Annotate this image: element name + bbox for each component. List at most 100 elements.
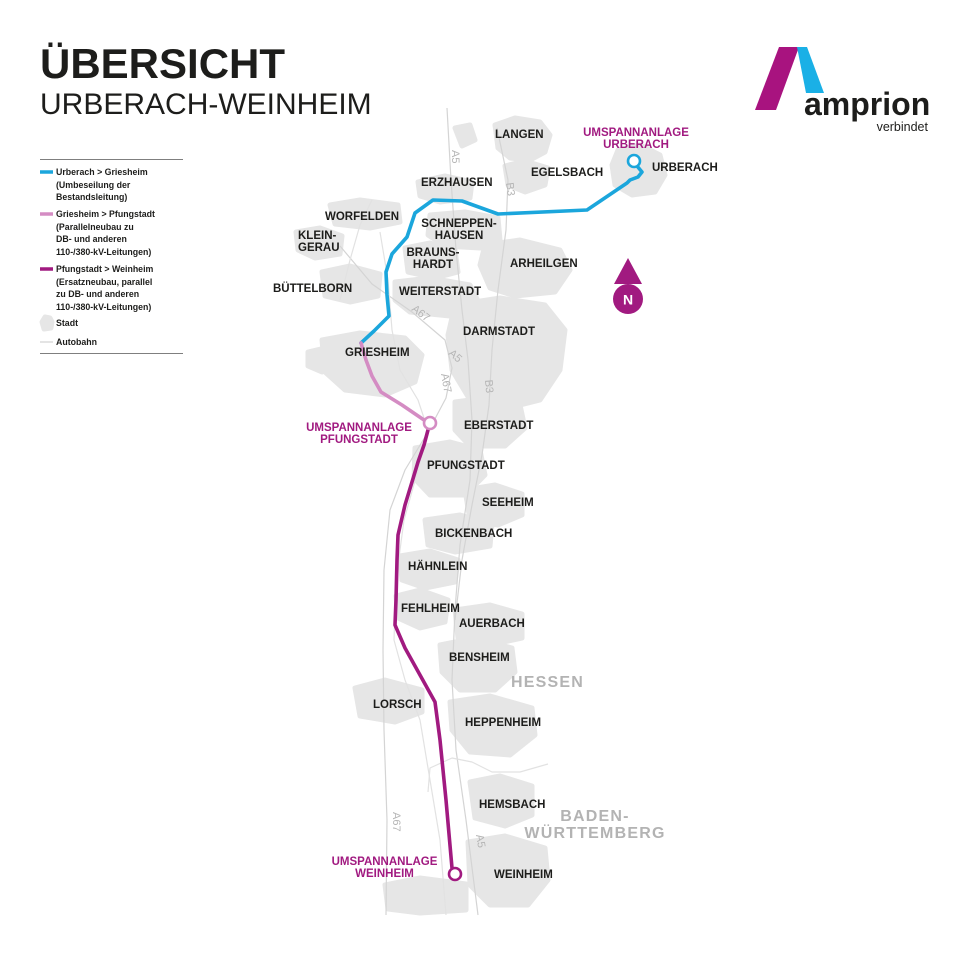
legend-item-highway: Autobahn xyxy=(56,336,97,349)
town-label-weiterstadt: WEITERSTADT xyxy=(399,286,482,298)
north-arrow-icon: N xyxy=(613,258,643,314)
road-label: A67 xyxy=(390,812,402,832)
road-network xyxy=(339,107,549,916)
town-area xyxy=(397,548,461,591)
substation-label-line: UMSPANNANLAGE xyxy=(306,422,412,434)
town-area xyxy=(319,263,383,305)
substation-label-line: UMSPANNANLAGE xyxy=(331,856,438,868)
town-label-line: HAUSEN xyxy=(434,229,484,242)
town-label-egelsbach: EGELSBACH xyxy=(531,167,604,179)
town-area xyxy=(452,395,528,449)
region-label-hessen: HESSEN xyxy=(511,674,584,691)
legend-item-desc: (Umbeseilung der xyxy=(56,179,131,190)
page-subtitle: URBERACH-WEINHEIM xyxy=(40,88,372,121)
town-label-line: SCHNEPPEN- xyxy=(421,218,497,230)
legend-graphics xyxy=(39,159,183,354)
town-area xyxy=(445,295,568,413)
town-area xyxy=(437,635,518,693)
town-label-pfungstadt: PFUNGSTADT xyxy=(427,460,505,472)
road-b3 xyxy=(454,127,509,621)
legend-item-desc: 110-/380-kV-Leitungen) xyxy=(56,246,152,257)
town-area xyxy=(465,833,551,908)
highway-a67 xyxy=(339,245,453,916)
town-label-line: KLEIN- xyxy=(298,230,337,242)
route-pfungstadt-weinheim xyxy=(393,428,454,870)
town-label-heppenheim: HEPPENHEIM xyxy=(465,717,542,729)
legend-city-icon xyxy=(39,314,55,332)
town-area xyxy=(319,330,425,398)
town-label-buettelborn: BÜTTELBORN xyxy=(273,283,353,295)
legend-item-desc: (Parallelneubau zu xyxy=(56,221,134,232)
legend-item-desc: Bestandsleitung) xyxy=(56,192,128,202)
road-label: B3 xyxy=(482,379,495,393)
legend-item-desc: 110-/380-kV-Leitungen) xyxy=(56,301,152,312)
state-border xyxy=(427,757,549,793)
town-label-haehnlein: HÄHNLEIN xyxy=(408,561,468,573)
road-label: A5 xyxy=(449,150,461,163)
town-label-line: HARDT xyxy=(412,258,454,271)
logo-mark-cyan xyxy=(797,47,824,93)
railway-line xyxy=(379,231,447,916)
town-label-erzhausen: ERZHAUSEN xyxy=(421,177,493,189)
road-label: A67 xyxy=(438,372,453,393)
town-label-seeheim: SEEHEIM xyxy=(482,497,534,509)
town-label-eberstadt: EBERSTADT xyxy=(464,420,534,432)
legend-city-label: Stadt xyxy=(56,318,78,328)
substation-label-pfungstadt: UMSPANNANLAGE PFUNGSTADT xyxy=(302,422,416,446)
amprion-logo: amprion verbindet xyxy=(755,47,930,134)
town-label-fehlheim: FEHLHEIM xyxy=(401,603,460,615)
substation-label-line: PFUNGSTADT xyxy=(320,434,398,446)
legend-item-city: Stadt xyxy=(56,317,78,330)
substation-label-urberach: UMSPANNANLAGE URBERACH xyxy=(580,127,692,151)
town-label-lorsch: LORSCH xyxy=(373,699,422,711)
region-label-line: WÜRTTEMBERG xyxy=(524,825,666,842)
town-label-urberach: URBERACH xyxy=(652,162,718,174)
north-arrow-circle xyxy=(613,284,643,314)
route-griesheim-pfungstadt xyxy=(359,341,426,422)
page-title: ÜBERSICHT xyxy=(40,40,286,87)
legend-item-desc: DB- und anderen xyxy=(56,234,127,244)
town-label-langen: LANGEN xyxy=(495,129,544,141)
legend-item-urberach-griesheim: Urberach > Griesheim (Umbeseilung der Be… xyxy=(56,166,148,204)
logo-wordmark: amprion xyxy=(804,86,930,122)
substation-label-line: WEINHEIM xyxy=(355,868,414,880)
town-label-klein-gerau: KLEIN- GERAU xyxy=(298,230,340,254)
town-area xyxy=(422,512,495,555)
route-urberach-griesheim xyxy=(359,164,644,345)
legend-item-desc: (Ersatzneubau, parallel xyxy=(56,276,153,287)
road-label: B3 xyxy=(503,182,517,197)
substation-label-line: UMSPANNANLAGE xyxy=(583,127,689,139)
town-label-bensheim: BENSHEIM xyxy=(449,652,510,664)
logo-mark-magenta xyxy=(755,47,799,110)
legend-highway-label: Autobahn xyxy=(56,337,98,347)
region-label-line: BADEN- xyxy=(560,808,630,825)
secondary-road xyxy=(339,199,373,301)
town-label-griesheim: GRIESHEIM xyxy=(345,347,410,359)
substation-label-weinheim: UMSPANNANLAGE WEINHEIM xyxy=(326,856,443,880)
highway-a5 xyxy=(446,107,479,916)
town-area xyxy=(411,439,488,498)
town-area xyxy=(415,173,475,205)
town-area xyxy=(305,345,338,375)
town-label-auerbach: AUERBACH xyxy=(459,618,525,630)
town-label-worfelden: WORFELDEN xyxy=(325,211,400,223)
town-label-bickenbach: BICKENBACH xyxy=(435,528,513,540)
legend-item-pfungstadt-weinheim: Pfungstadt > Weinheim (Ersatzneubau, par… xyxy=(56,263,153,313)
legend-item-griesheim-pfungstadt: Griesheim > Pfungstadt (Parallelneubau z… xyxy=(56,208,155,258)
substation-label-line: URBERACH xyxy=(603,139,669,151)
town-label-weinheim: WEINHEIM xyxy=(494,869,553,881)
town-area xyxy=(452,602,525,648)
town-area xyxy=(293,225,345,261)
legend-item-title: Urberach > Griesheim xyxy=(56,167,148,177)
town-area xyxy=(352,677,425,725)
town-area xyxy=(393,587,451,631)
legend-item-title: Griesheim > Pfungstadt xyxy=(56,209,155,219)
town-label-braunshardt: BRAUNS- HARDT xyxy=(404,247,462,271)
town-area xyxy=(467,773,535,829)
legend-item-title: Pfungstadt > Weinheim xyxy=(56,264,154,274)
substation-pfungstadt-marker xyxy=(422,415,438,431)
substation-weinheim-marker xyxy=(447,866,463,882)
north-arrow-label: N xyxy=(623,292,633,308)
